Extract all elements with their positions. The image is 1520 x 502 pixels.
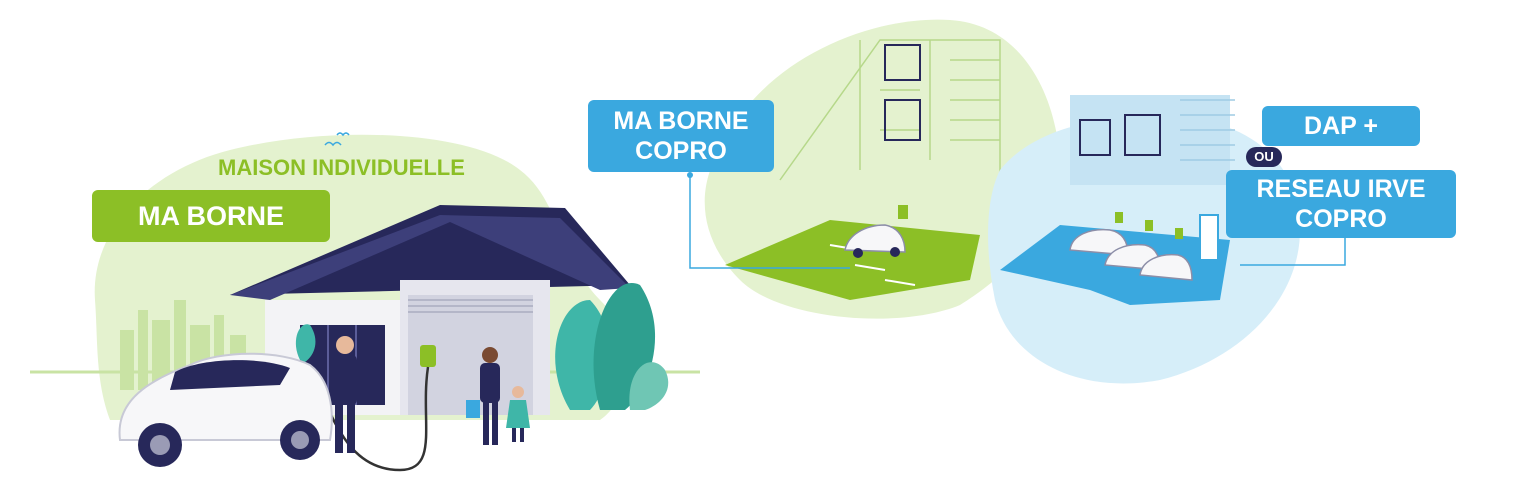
network-label-line1: RESEAU IRVE <box>1256 175 1426 203</box>
copro-label-line2: COPRO <box>635 137 727 165</box>
copro-parking <box>725 220 980 300</box>
house-label: MA BORNE <box>92 190 330 242</box>
birds-icon <box>324 132 350 147</box>
copro-car <box>844 224 906 258</box>
network-label-top-text: DAP + <box>1304 112 1378 140</box>
copro-label: MA BORNE COPRO <box>588 100 774 172</box>
house-label-text: MA BORNE <box>138 201 284 231</box>
electric-car <box>118 352 333 467</box>
man-figure <box>333 336 357 453</box>
wall-charger-icon <box>420 345 436 367</box>
network-connector-badge: OU <box>1246 147 1282 167</box>
network-scene <box>988 95 1346 384</box>
network-label-top: DAP + <box>1262 106 1420 146</box>
family-figures <box>466 347 530 445</box>
network-charger-icons <box>1115 212 1183 239</box>
network-label: RESEAU IRVE COPRO <box>1226 170 1456 238</box>
network-label-line2: COPRO <box>1295 205 1387 233</box>
house-scene <box>30 132 700 472</box>
house-heading: MAISON INDIVIDUELLE <box>218 155 465 180</box>
electrical-box-icon <box>1199 214 1219 261</box>
network-cars <box>1069 228 1193 281</box>
copro-scene <box>687 19 1060 319</box>
trees <box>295 282 669 410</box>
copro-charger-icon <box>898 205 908 219</box>
copro-label-line1: MA BORNE <box>613 107 749 135</box>
network-connector-text: OU <box>1254 149 1274 164</box>
